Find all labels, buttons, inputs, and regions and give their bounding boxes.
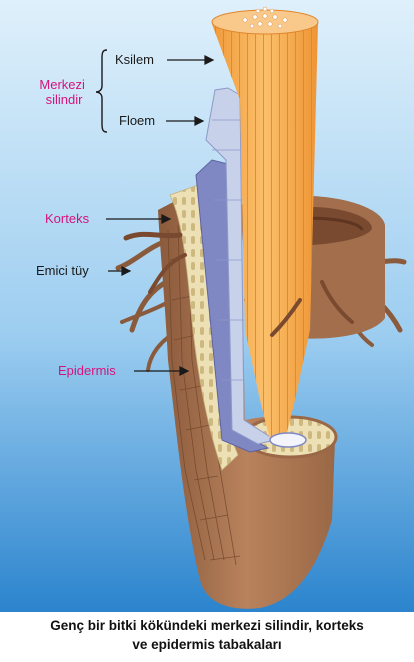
xylem-top-cells — [242, 6, 288, 29]
root-diagram: Merkezi silindir Ksilem Floem Korteks Em… — [0, 0, 414, 612]
emici-tuy-arrow — [108, 266, 132, 276]
ksilem-label: Ksilem — [115, 52, 154, 67]
merkezi-silindir-label: Merkezi silindir — [39, 77, 88, 107]
epidermis-arrow — [134, 366, 190, 376]
caption-line-2: ve epidermis tabakaları — [132, 637, 282, 652]
phloem-cells — [212, 119, 244, 381]
caption-line-1: Genç bir bitki kökündeki merkezi silindi… — [50, 618, 364, 633]
root-hairs-front — [123, 231, 354, 337]
merkezi-silindir-bracket — [95, 49, 108, 133]
phloem-layer — [205, 87, 277, 445]
korteks-label: Korteks — [45, 211, 90, 226]
ksilem-arrow — [167, 55, 215, 65]
floem-label: Floem — [119, 113, 155, 128]
epidermis-label: Epidermis — [58, 363, 116, 378]
figure-caption: Genç bir bitki kökündeki merkezi silindi… — [0, 616, 414, 662]
floem-arrow — [166, 116, 205, 126]
korteks-arrow — [106, 214, 172, 224]
emici-tuy-label: Emici tüy — [36, 263, 89, 278]
stele-bottom — [269, 432, 307, 448]
